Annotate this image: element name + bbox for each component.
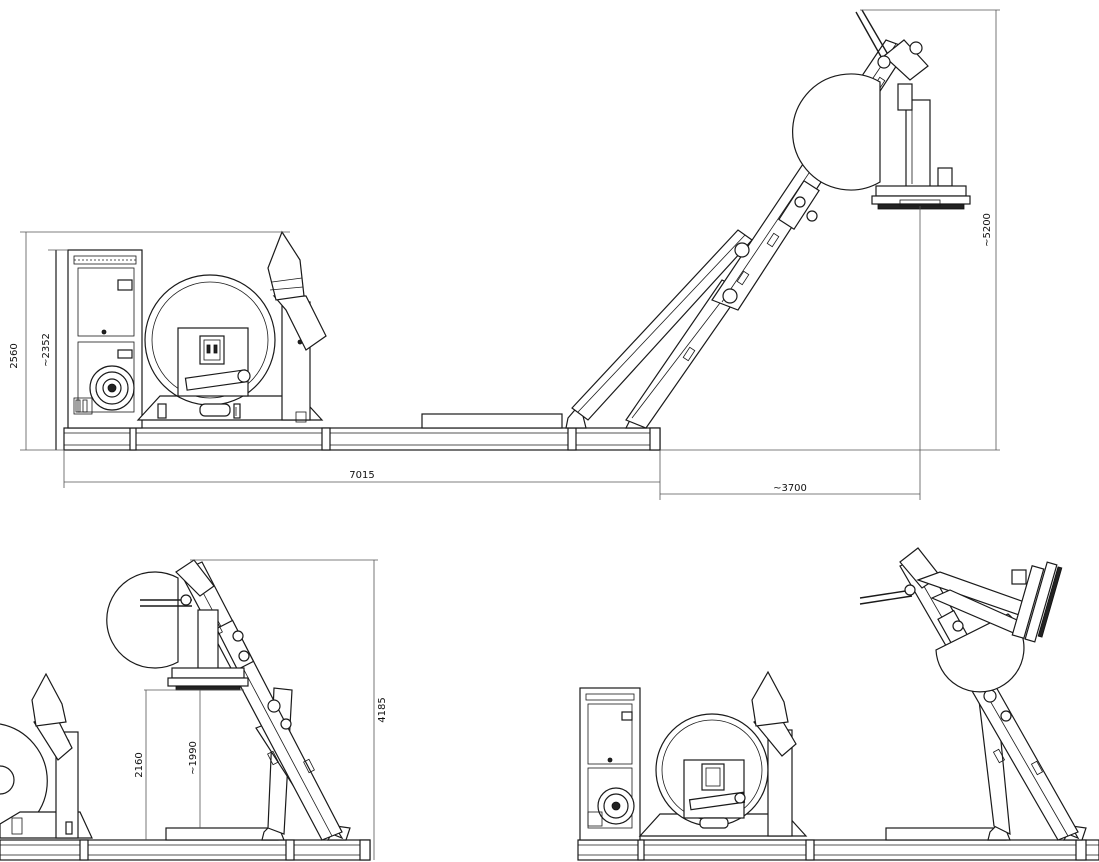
dim-bl-head-height: 2160 <box>134 752 145 777</box>
dim-max-height: ~5200 <box>982 213 993 247</box>
top-base-frame <box>63 413 661 451</box>
dim-bl-head-height-approx: ~1990 <box>188 741 199 775</box>
dim-reach: ~3700 <box>773 483 807 494</box>
top-dimensions: 2560 ~2352 7015 ~3700 ~5200 <box>9 9 1000 500</box>
top-cable-drum <box>136 274 324 421</box>
bl-cable-drum <box>0 672 93 839</box>
bottom-right-view <box>577 547 1099 861</box>
bottom-left-view: 4185 2160 ~1990 <box>0 559 388 861</box>
dim-bl-max-height: 4185 <box>377 697 388 722</box>
bl-base-frame <box>0 827 371 861</box>
top-boom-head <box>792 9 971 210</box>
top-control-cabinet <box>55 249 143 450</box>
bl-dimensions: 4185 2160 ~1990 <box>134 559 388 860</box>
bl-boom-head <box>106 559 249 691</box>
top-view: 2560 ~2352 7015 ~3700 ~5200 <box>9 9 1000 500</box>
dim-cabinet-height: ~2352 <box>41 333 52 367</box>
br-boom-arm <box>899 555 1087 841</box>
br-boom-head <box>859 547 1063 693</box>
br-control-cabinet <box>579 687 641 841</box>
dim-overall-height: 2560 <box>9 343 20 368</box>
top-drum-tower <box>267 230 327 423</box>
bl-boom-arm <box>179 561 351 841</box>
br-cable-drum <box>638 670 808 837</box>
dim-frame-length: 7015 <box>349 470 374 481</box>
